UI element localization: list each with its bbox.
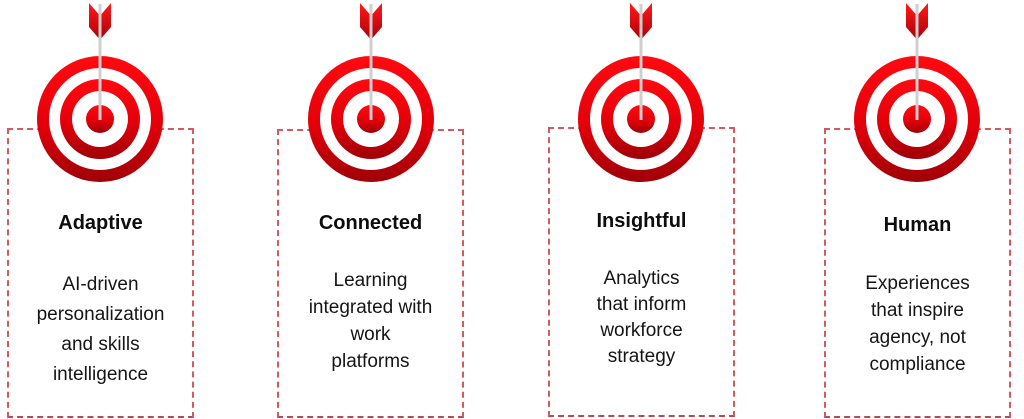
pillar-card-human: Human Experiences that inspire agency, n… bbox=[824, 128, 1011, 418]
description-line: platforms bbox=[331, 351, 410, 372]
pillar-title: Human bbox=[883, 214, 952, 236]
description-line: agency, not bbox=[869, 327, 966, 348]
description-line: compliance bbox=[869, 354, 966, 375]
pillar-card-insightful: Insightful Analytics that inform workfor… bbox=[548, 127, 735, 417]
pillar-description: AI-driven personalization and skills int… bbox=[15, 270, 186, 390]
pillar-description: Analytics that inform workforce strategy bbox=[556, 266, 727, 370]
description-line: Experiences bbox=[865, 273, 970, 294]
pillar-card-adaptive: Adaptive AI-driven personalization and s… bbox=[7, 128, 194, 418]
pillar-title: Connected bbox=[318, 212, 423, 234]
target-arrow-icon bbox=[852, 0, 982, 186]
pillar-description: Learning integrated with work platforms bbox=[285, 267, 456, 375]
target-arrow-icon bbox=[35, 0, 165, 186]
pillar-description: Experiences that inspire agency, not com… bbox=[832, 270, 1003, 378]
pillar-title: Insightful bbox=[596, 210, 687, 232]
pillar-card-connected: Connected Learning integrated with work … bbox=[277, 129, 464, 418]
description-line: AI-driven bbox=[62, 274, 139, 295]
description-line: strategy bbox=[607, 346, 676, 367]
description-line: integrated with bbox=[308, 297, 433, 318]
description-line: and skills bbox=[61, 334, 140, 355]
description-line: personalization bbox=[36, 304, 165, 325]
description-line: that inform bbox=[596, 294, 687, 315]
description-line: Analytics bbox=[603, 268, 680, 289]
description-line: intelligence bbox=[52, 364, 149, 385]
target-arrow-icon bbox=[306, 0, 436, 186]
pillar-title: Adaptive bbox=[58, 212, 143, 234]
target-arrow-icon bbox=[576, 0, 706, 186]
description-line: workforce bbox=[600, 320, 683, 341]
description-line: Learning bbox=[333, 270, 408, 291]
description-line: that inspire bbox=[871, 300, 964, 321]
description-line: work bbox=[350, 324, 391, 345]
